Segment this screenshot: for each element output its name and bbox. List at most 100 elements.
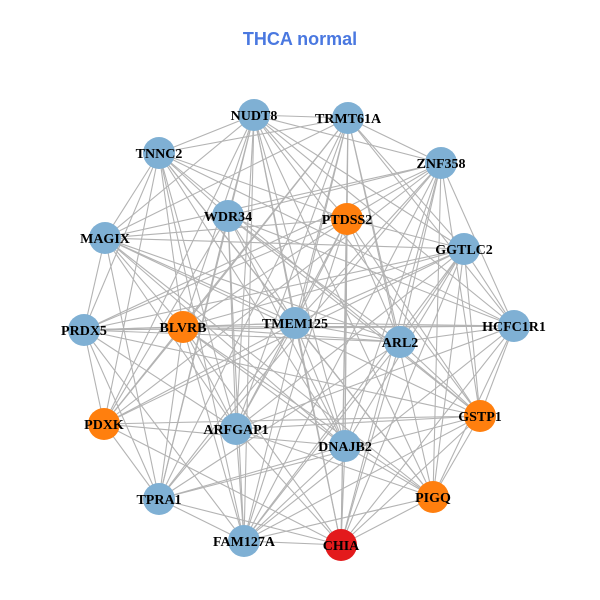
node-TRMT61A[interactable]: TRMT61A [315,102,382,134]
edge-NUDT8-DNAJB2 [253,114,346,447]
edge-PTDSS2-PRDX5 [83,218,348,331]
node-label: BLVRB [160,321,207,336]
edge-GGTLC2-PRDX5 [83,248,465,331]
node-GSTP1[interactable]: GSTP1 [458,400,502,432]
node-label: MAGIX [80,232,130,247]
node-circle[interactable] [331,203,363,235]
node-circle[interactable] [417,481,449,513]
node-circle[interactable] [464,400,496,432]
node-CHIA[interactable]: CHIA [323,529,360,561]
edge-HCFC1R1-ARFGAP1 [235,325,515,430]
node-circle[interactable] [88,408,120,440]
edge-ARFGAP1-GSTP1 [235,415,481,430]
node-TMEM125[interactable]: TMEM125 [262,307,328,339]
node-MAGIX[interactable]: MAGIX [80,222,130,254]
edge-DNAJB2-PIGQ [344,445,434,498]
edge-TMEM125-ARL2 [294,322,401,343]
node-ARL2[interactable]: ARL2 [382,326,419,358]
node-circle[interactable] [279,307,311,339]
edge-MAGIX-DNAJB2 [104,237,346,447]
node-label: TPRA1 [136,493,181,508]
node-circle[interactable] [498,310,530,342]
node-circle[interactable] [212,200,244,232]
edge-TRMT61A-PDXK [103,117,349,425]
node-DNAJB2[interactable]: DNAJB2 [318,430,372,462]
node-ARFGAP1[interactable]: ARFGAP1 [203,413,269,445]
edge-TMEM125-DNAJB2 [294,322,346,447]
edge-PDXK-GSTP1 [103,415,481,425]
edge-HCFC1R1-FAM127A [243,325,515,542]
node-TNNC2[interactable]: TNNC2 [136,137,183,169]
node-BLVRB[interactable]: BLVRB [160,311,207,343]
edge-GGTLC2-PIGQ [432,248,465,498]
node-label: TRMT61A [315,112,382,127]
edge-PIGQ-FAM127A [243,496,434,542]
edge-MAGIX-GGTLC2 [104,237,465,250]
edge-TNNC2-GSTP1 [158,152,481,417]
node-circle[interactable] [384,326,416,358]
edge-PRDX5-FAM127A [83,329,245,542]
edge-WDR34-PDXK [103,215,229,425]
node-circle[interactable] [238,99,270,131]
edge-TMEM125-HCFC1R1 [294,322,515,327]
edge-MAGIX-TMEM125 [104,237,296,324]
edge-GGTLC2-FAM127A [243,248,465,542]
node-circle[interactable] [220,413,252,445]
edge-ZNF358-ARL2 [399,162,442,343]
node-circle[interactable] [89,222,121,254]
node-circle[interactable] [167,311,199,343]
node-label: TMEM125 [262,317,328,332]
edge-TRMT61A-ZNF358 [347,117,442,164]
node-circle[interactable] [143,483,175,515]
edge-DNAJB2-TPRA1 [158,445,346,500]
node-circle[interactable] [329,430,361,462]
edge-ARL2-FAM127A [243,341,401,542]
node-circle[interactable] [68,314,100,346]
edge-ZNF358-MAGIX [104,162,442,239]
node-WDR34[interactable]: WDR34 [204,200,252,232]
edge-PTDSS2-BLVRB [182,218,348,328]
edge-TNNC2-MAGIX [104,152,160,239]
node-circle[interactable] [325,529,357,561]
node-circle[interactable] [143,137,175,169]
node-circle[interactable] [448,233,480,265]
node-GGTLC2[interactable]: GGTLC2 [435,233,493,265]
edge-ARL2-CHIA [340,341,401,546]
edge-PTDSS2-ARL2 [346,218,401,343]
edge-NUDT8-PIGQ [253,114,434,498]
edge-BLVRB-ARFGAP1 [182,326,237,430]
edge-NUDT8-PDXK [103,114,255,425]
edge-FAM127A-CHIA [243,540,342,546]
edge-NUDT8-TNNC2 [158,114,255,154]
node-NUDT8[interactable]: NUDT8 [231,99,278,131]
node-FAM127A[interactable]: FAM127A [213,525,276,557]
node-label: ARFGAP1 [203,423,268,438]
node-label: FAM127A [213,535,276,550]
edge-TRMT61A-ARFGAP1 [235,117,349,430]
edge-TNNC2-DNAJB2 [158,152,346,447]
node-circle[interactable] [425,147,457,179]
node-circle[interactable] [228,525,260,557]
edge-BLVRB-PIGQ [182,326,434,498]
node-HCFC1R1[interactable]: HCFC1R1 [482,310,546,342]
edge-GSTP1-FAM127A [243,415,481,542]
node-circle[interactable] [332,102,364,134]
node-label: PIGQ [415,491,451,506]
node-ZNF358[interactable]: ZNF358 [417,147,466,179]
edge-BLVRB-DNAJB2 [182,326,346,447]
edge-PRDX5-GSTP1 [83,329,481,417]
edge-WDR34-FAM127A [227,215,245,542]
node-PRDX5[interactable]: PRDX5 [61,314,107,346]
node-PDXK[interactable]: PDXK [84,408,124,440]
node-PTDSS2[interactable]: PTDSS2 [322,203,373,235]
edge-TMEM125-PDXK [103,322,296,425]
edge-ZNF358-PRDX5 [83,162,442,331]
node-label: TNNC2 [136,147,183,162]
node-PIGQ[interactable]: PIGQ [415,481,451,513]
edge-ZNF358-GSTP1 [440,162,481,417]
chart-title: THCA normal [242,29,358,49]
edge-TMEM125-PIGQ [294,322,434,498]
node-TPRA1[interactable]: TPRA1 [136,483,182,515]
edge-TNNC2-FAM127A [158,152,245,542]
edge-TMEM125-TPRA1 [158,322,296,500]
